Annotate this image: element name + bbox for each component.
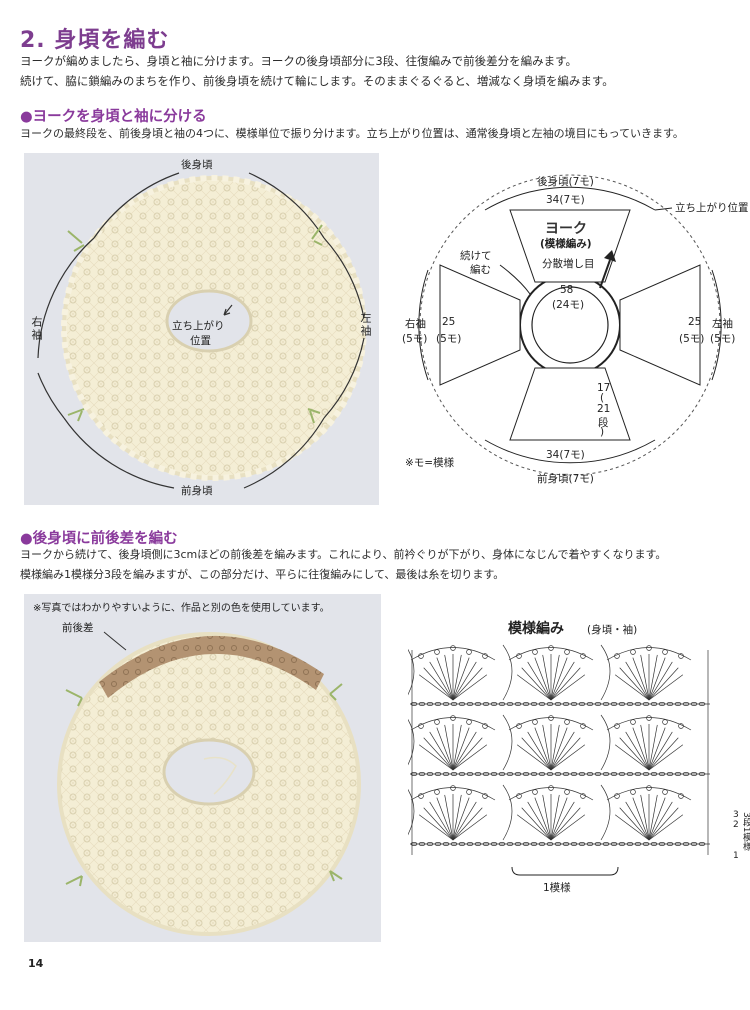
divide-text: ヨークの最終段を、前後身頃と袖の4つに、模様単位で振り分けます。立ち上がり位置は…	[20, 127, 684, 140]
diag1-right-sleeve-1: 右袖	[405, 318, 426, 330]
photo1-right-sleeve-label: 右袖	[30, 316, 43, 342]
diag1-left-sleeve-1: 左袖	[712, 318, 733, 330]
intro-line-1: ヨークが編めましたら、身頃と袖に分けます。ヨークの後身頃部分に3段、往復編みで前…	[20, 54, 578, 68]
diag1-start-pos: 立ち上がり位置	[675, 202, 749, 214]
subheading-divide: ●ヨークを身頃と袖に分ける	[20, 109, 207, 125]
photo1-front-label: 前身頃	[181, 485, 213, 497]
yoke-photo-image	[24, 153, 379, 505]
diag1-center-1: 58	[560, 284, 574, 296]
diag1-increase: 分散増し目	[542, 258, 595, 270]
diag1-back-count: 34(7モ)	[546, 194, 585, 206]
chart-subtitle: (身頃・袖)	[587, 624, 638, 636]
photo2-diff-label: 前後差	[62, 622, 94, 634]
diag1-center-2: (24モ)	[552, 299, 585, 311]
diag1-front: 前身頃(7モ)	[537, 473, 594, 485]
chart-side-label: 3段1模様	[741, 812, 750, 851]
intro-line-2: 続けて、脇に鎖編みのまちを作り、前後身頃を続けて輪にします。そのままぐるぐると、…	[20, 74, 614, 88]
yoke-division-diagram	[418, 174, 722, 476]
diag1-continue-1: 続けて	[460, 250, 492, 262]
diag1-note: ※モ=模様	[405, 457, 455, 469]
diag1-right-count-1: 25	[442, 316, 456, 328]
diag1-rows-1: 17	[597, 382, 611, 394]
diag1-front-count: 34(7モ)	[546, 449, 585, 461]
chart-repeat-bracket	[511, 866, 619, 876]
back-diff-text-2: 模様編み1模様分3段を編みますが、この部分だけ、平らに往復編みにして、最後は糸を…	[20, 568, 505, 581]
diag1-yoke-pattern: (模様編み)	[540, 238, 592, 250]
stitch-chart	[408, 644, 710, 855]
chart-repeat-label: 1模様	[543, 882, 571, 894]
diag1-right-sleeve-2: (5モ)	[402, 333, 428, 345]
back-diff-photo	[24, 594, 381, 942]
diag1-rows-3: 21	[597, 403, 611, 415]
back-diff-text-1: ヨークから続けて、後身頃側に3cmほどの前後差を編みます。これにより、前衿ぐりが…	[20, 548, 667, 561]
chart-row-3: 3	[733, 810, 739, 820]
section-title: 2. 身頃を編む	[20, 28, 170, 53]
chart-row-1: 1	[733, 851, 739, 861]
page-number: 14	[28, 957, 44, 970]
diag1-yoke: ヨーク	[545, 221, 587, 237]
diag1-rows-4: 段	[598, 417, 609, 429]
diag1-continue-2: 編む	[470, 264, 491, 276]
back-diff-photo-image	[24, 594, 381, 942]
yoke-photo	[24, 153, 379, 505]
photo1-back-label: 後身頃	[181, 159, 213, 171]
subheading-back-diff: ●後身頃に前後差を編む	[20, 531, 178, 547]
chart-row-2: 2	[733, 820, 739, 830]
diag1-rows-5: )	[600, 426, 605, 438]
photo1-start-label-1: 立ち上がり	[172, 320, 225, 332]
diag1-left-count-2: (5モ)	[679, 333, 705, 345]
photo1-start-label-2: 位置	[190, 335, 211, 347]
chart-title: 模様編み	[508, 621, 564, 637]
diag1-back: 後身頃(7モ)	[537, 176, 594, 188]
diag1-rows-2: (	[600, 392, 605, 404]
diag1-left-count-1: 25	[688, 316, 702, 328]
diag1-left-sleeve-2: (5モ)	[710, 333, 736, 345]
diag1-right-count-2: (5モ)	[436, 333, 462, 345]
photo2-note: ※写真ではわかりやすいように、作品と別の色を使用しています。	[33, 603, 330, 614]
photo1-left-sleeve-label: 左袖	[359, 312, 372, 338]
